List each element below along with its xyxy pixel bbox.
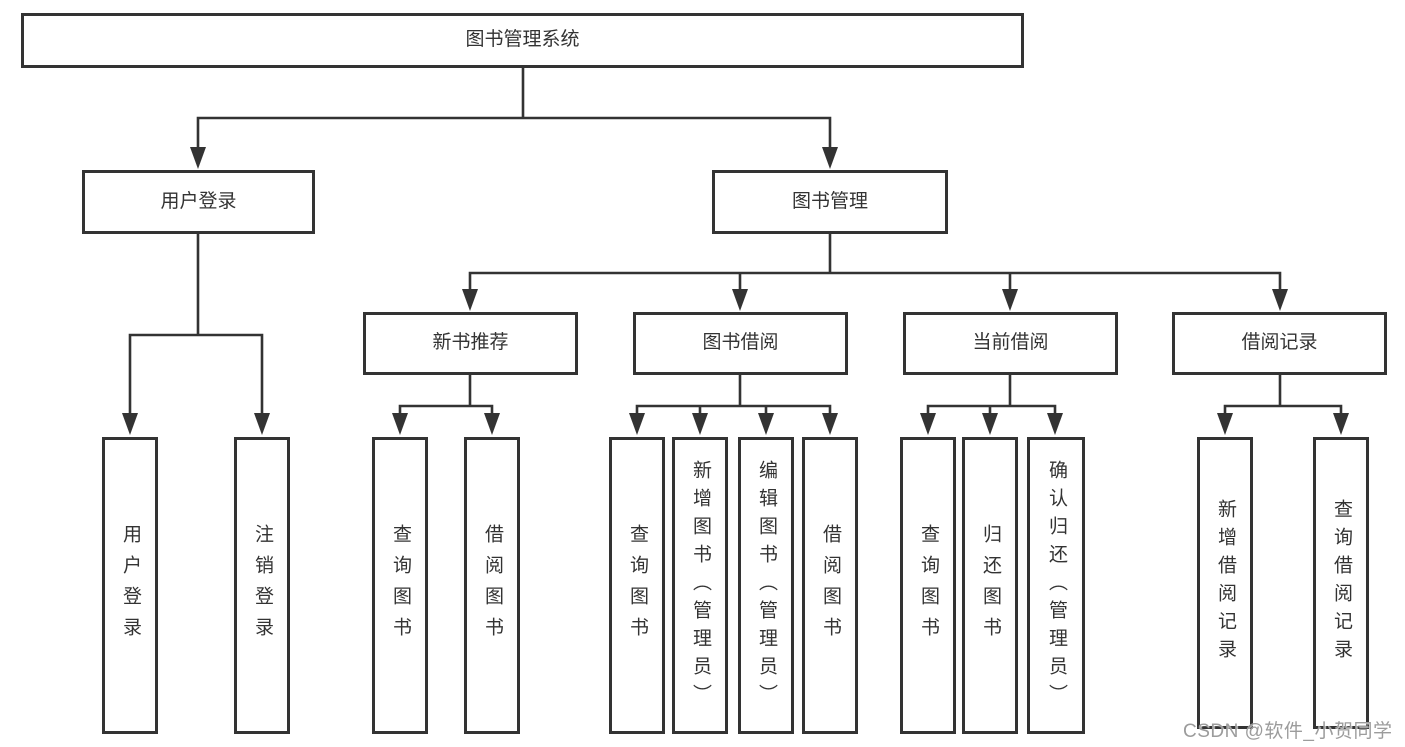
arrow-down-icon — [1333, 413, 1349, 435]
leaf-records-add-record: 新增借阅记录 — [1197, 437, 1253, 729]
arrow-down-icon — [122, 413, 138, 435]
leaf-current-confirm-return-admin: 确认归还（管理员） — [1027, 437, 1085, 734]
arrow-down-icon — [692, 413, 708, 435]
arrow-down-icon — [392, 413, 408, 435]
leaf-newbook-query-books: 查询图书 — [372, 437, 428, 734]
leaf-current-return-books: 归还图书 — [962, 437, 1018, 734]
node-label: 注销登录 — [251, 523, 273, 648]
edge-borrowrecords-to-leaves — [1223, 372, 1343, 417]
node-new-book-recommend: 新书推荐 — [363, 312, 578, 375]
arrowheads — [122, 147, 1349, 435]
node-label: 编辑图书（管理员） — [755, 459, 777, 712]
arrow-down-icon — [1217, 413, 1233, 435]
node-label: 查询借阅记录 — [1330, 499, 1352, 667]
node-label: 归还图书 — [979, 523, 1001, 648]
arrow-down-icon — [822, 147, 838, 169]
arrow-down-icon — [1272, 289, 1288, 311]
leaf-borrowing-query-books: 查询图书 — [609, 437, 665, 734]
arrow-down-icon — [920, 413, 936, 435]
leaf-borrowing-add-books-admin: 新增图书（管理员） — [672, 437, 728, 734]
leaf-user-login: 用户登录 — [102, 437, 158, 734]
leaf-current-query-books: 查询图书 — [900, 437, 956, 734]
arrow-down-icon — [1002, 289, 1018, 311]
csdn-watermark: CSDN @软件_小贺同学 — [1183, 721, 1393, 742]
leaf-newbook-borrow-books: 借阅图书 — [464, 437, 520, 734]
leaf-records-query-record: 查询借阅记录 — [1313, 437, 1369, 729]
node-label: 确认归还（管理员） — [1045, 459, 1067, 712]
edge-root-to-level1 — [196, 65, 832, 151]
node-label: 新增图书（管理员） — [689, 459, 711, 712]
node-label: 借阅记录 — [1241, 332, 1318, 354]
edge-currentborrow-to-leaves — [926, 372, 1057, 417]
node-book-borrowing: 图书借阅 — [633, 312, 848, 375]
leaf-logout: 注销登录 — [234, 437, 290, 734]
node-label: 新书推荐 — [432, 332, 509, 354]
arrow-down-icon — [462, 289, 478, 311]
arrow-down-icon — [190, 147, 206, 169]
node-label: 借阅图书 — [481, 523, 503, 648]
arrow-down-icon — [484, 413, 500, 435]
node-label: 查询图书 — [626, 523, 648, 648]
arrow-down-icon — [732, 289, 748, 311]
node-label: 图书管理系统 — [465, 29, 580, 51]
node-label: 用户登录 — [160, 190, 237, 212]
node-label: 图书借阅 — [702, 332, 779, 354]
edge-newbook-to-leaves — [398, 372, 494, 417]
node-label: 当前借阅 — [972, 332, 1049, 354]
node-root-system: 图书管理系统 — [21, 13, 1024, 68]
node-label: 用户登录 — [119, 523, 141, 648]
edge-userlogin-to-leaves — [128, 231, 264, 417]
arrow-down-icon — [1047, 413, 1063, 435]
edge-bookmgmt-to-level2 — [468, 231, 1282, 293]
arrow-down-icon — [629, 413, 645, 435]
node-current-borrowing: 当前借阅 — [903, 312, 1118, 375]
node-user-login: 用户登录 — [82, 170, 315, 234]
arrow-down-icon — [758, 413, 774, 435]
leaf-borrowing-edit-books-admin: 编辑图书（管理员） — [738, 437, 794, 734]
node-borrow-records: 借阅记录 — [1172, 312, 1387, 375]
node-label: 新增借阅记录 — [1214, 499, 1236, 667]
leaf-borrowing-borrow-books: 借阅图书 — [802, 437, 858, 734]
node-label: 查询图书 — [917, 523, 939, 648]
node-label: 查询图书 — [389, 523, 411, 648]
edge-bookborrow-to-leaves — [635, 372, 832, 417]
node-label: 图书管理 — [791, 190, 868, 212]
arrow-down-icon — [822, 413, 838, 435]
node-label: 借阅图书 — [819, 523, 841, 648]
arrow-down-icon — [254, 413, 270, 435]
arrow-down-icon — [982, 413, 998, 435]
node-book-management: 图书管理 — [712, 170, 948, 234]
